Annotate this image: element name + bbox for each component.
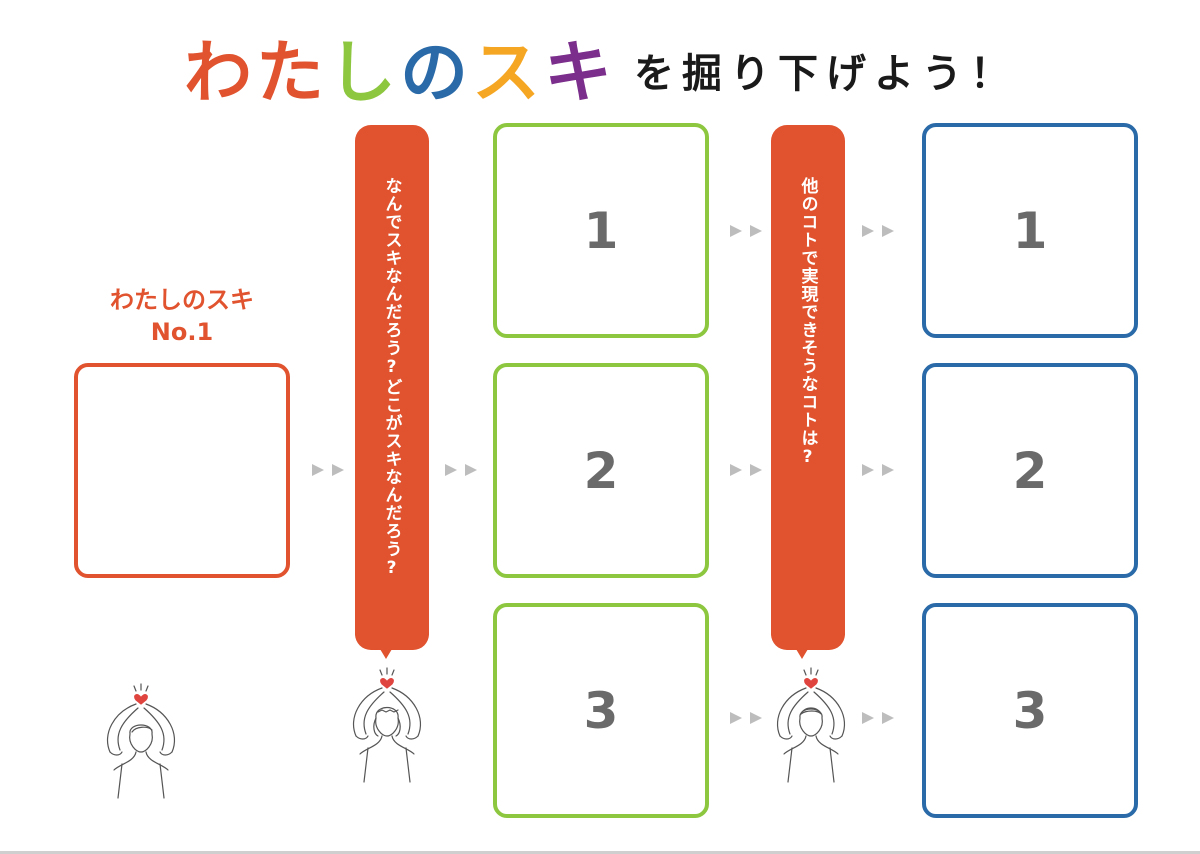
heart-hands-person-icon [776,667,846,783]
page-title: わたしのスキを掘り下げよう！ [0,28,1200,118]
reason-number-1: 1 [583,201,619,260]
double-triangle-right-icon [730,225,762,237]
heart-hands-person-icon [106,683,176,799]
title-char-5: ス [472,33,541,113]
favorite-label-line2: No.1 [150,318,214,346]
heart-hands-person-icon [352,667,422,783]
reason-box-2[interactable]: 2 [493,363,709,578]
double-triangle-right-icon [862,464,894,476]
favorite-input-box[interactable] [74,363,290,578]
favorite-label-line1: わたしのスキ [110,286,254,314]
title-char-3: し [327,33,396,113]
why-speech-bubble: なんでスキなんだろう?どこがスキなんだろう? [355,125,429,650]
bottom-rule [0,851,1200,854]
reason-number-3: 3 [583,681,619,740]
double-triangle-right-icon [445,464,477,476]
application-box-2[interactable]: 2 [922,363,1138,578]
application-box-1[interactable]: 1 [922,123,1138,338]
page-subtitle: を掘り下げよう！ [634,50,1019,97]
title-char-4: の [400,33,469,113]
reason-box-1[interactable]: 1 [493,123,709,338]
application-number-2: 2 [1012,441,1048,500]
reason-number-2: 2 [583,441,619,500]
application-box-3[interactable]: 3 [922,603,1138,818]
why-bubble-tail [380,649,392,659]
double-triangle-right-icon [862,712,894,724]
application-number-1: 1 [1012,201,1048,260]
other-bubble-text: 他のコトで実現できそうなコトは? [797,177,818,468]
reason-box-3[interactable]: 3 [493,603,709,818]
title-char-2: た [255,33,324,113]
double-triangle-right-icon [730,712,762,724]
title-char-1: わ [183,33,252,113]
double-triangle-right-icon [312,464,344,476]
why-bubble-text: なんでスキなんだろう?どこがスキなんだろう? [381,177,402,579]
other-speech-bubble: 他のコトで実現できそうなコトは? [771,125,845,650]
double-triangle-right-icon [730,464,762,476]
favorite-label: わたしのスキ No.1 [76,284,288,348]
other-bubble-tail [796,649,808,659]
double-triangle-right-icon [862,225,894,237]
title-char-6: キ [544,33,613,113]
application-number-3: 3 [1012,681,1048,740]
